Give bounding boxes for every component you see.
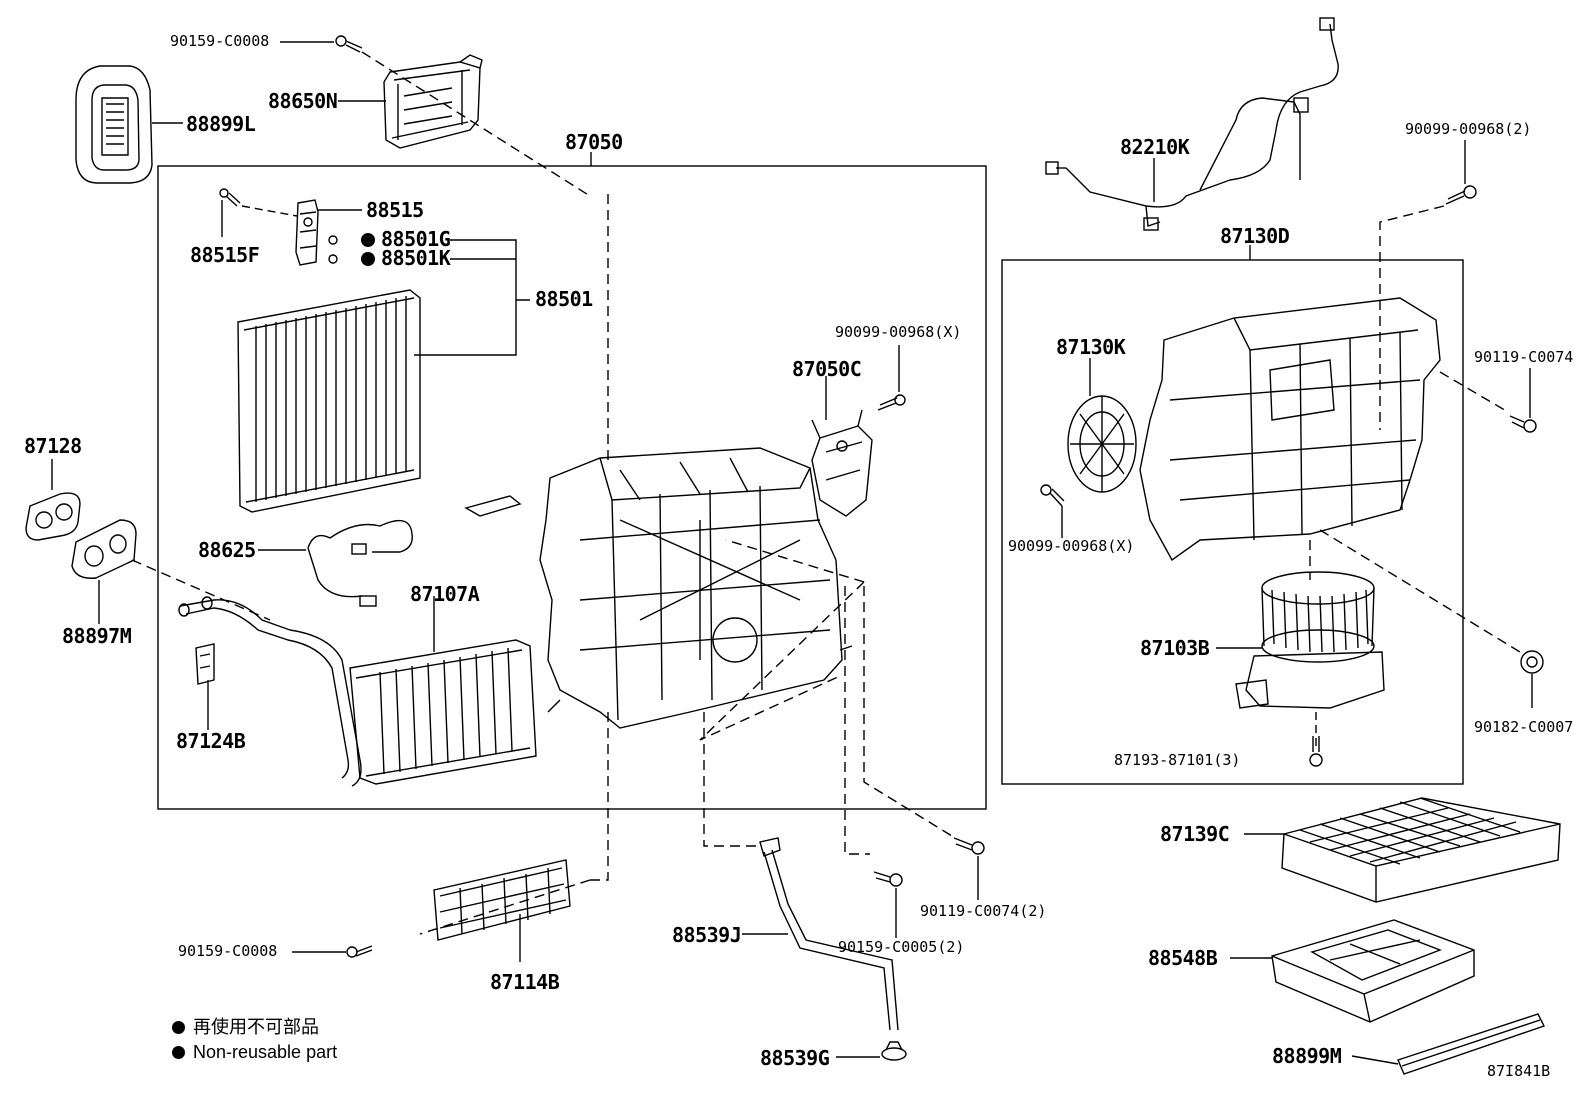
fan-cover-87130k xyxy=(1067,395,1137,493)
label-88625: 88625 xyxy=(198,538,256,562)
bullet-dot-icon xyxy=(172,1021,185,1034)
label-87130k: 87130K xyxy=(1056,335,1126,359)
label-90119-c0074-2: 90119-C0074(2) xyxy=(920,902,1047,920)
label-90159-c0008-bottom: 90159-C0008 xyxy=(178,942,278,960)
label-82210k: 82210K xyxy=(1120,135,1190,159)
wire-harness-82210k xyxy=(1045,17,1339,231)
label-87103b: 87103B xyxy=(1140,636,1210,660)
label-90099-00968-x-blower: 90099-00968(X) xyxy=(1008,537,1135,555)
heater-unit-housing xyxy=(464,447,853,729)
grommet-87128 xyxy=(25,492,81,541)
label-88650n: 88650N xyxy=(268,89,338,113)
label-88897m: 88897M xyxy=(62,624,132,648)
label-90159-c0008-top: 90159-C0008 xyxy=(170,32,270,50)
label-88899l: 88899L xyxy=(186,112,256,136)
screw-90119-c0074 xyxy=(1509,415,1537,433)
pipe-clamp-87124b xyxy=(195,643,215,685)
label-87128: 87128 xyxy=(24,434,82,458)
screw-90099-00968-blower xyxy=(1040,484,1065,507)
seal-strip-88899m xyxy=(1397,1013,1545,1075)
bolt-90159-c0008-top xyxy=(335,35,363,53)
label-87107a: 87107A xyxy=(410,582,480,606)
blower-unit-frame xyxy=(1001,259,1464,785)
expansion-valve-88515 xyxy=(295,199,319,266)
bullet-dot-icon xyxy=(172,1046,185,1059)
label-88539j: 88539J xyxy=(672,923,742,947)
label-88501k: 88501K xyxy=(381,246,451,270)
register-87114b xyxy=(433,859,571,941)
main-unit-frame xyxy=(157,165,987,810)
actuator-87050c xyxy=(811,409,873,517)
label-90099-00968-x-mid: 90099-00968(X) xyxy=(835,323,962,341)
label-90182-c0007: 90182-C0007 xyxy=(1474,718,1574,736)
drain-hose-88539j xyxy=(759,837,899,1031)
label-87124b: 87124B xyxy=(176,729,246,753)
legend-line-english: Non-reusable part xyxy=(172,1043,337,1061)
filter-tray-88548b xyxy=(1271,919,1475,1023)
blower-motor-87103b xyxy=(1235,571,1385,709)
label-88501g: 88501G xyxy=(381,227,451,251)
seal-plate-88897m xyxy=(71,519,137,579)
label-88548b: 88548B xyxy=(1148,946,1218,970)
grommet-88539g xyxy=(881,1041,907,1061)
label-90099-00968-2: 90099-00968(2) xyxy=(1405,120,1532,138)
legend-line-japanese: 再使用不可部品 xyxy=(172,1018,319,1036)
nut-90182-c0007 xyxy=(1520,650,1544,674)
air-filter-87139c xyxy=(1281,797,1561,903)
label-87050c: 87050C xyxy=(792,357,862,381)
sensor-wire-88625 xyxy=(307,519,413,607)
label-87139c: 87139C xyxy=(1160,822,1230,846)
label-90159-c0005-2: 90159-C0005(2) xyxy=(838,938,965,956)
heater-core-87107a xyxy=(178,596,537,787)
legend-text-english: Non-reusable part xyxy=(193,1042,338,1062)
screw-90099-00968-mid xyxy=(877,394,906,411)
bolt-90159-c0008-bottom xyxy=(346,945,373,958)
label-87114b: 87114B xyxy=(490,970,560,994)
screw-88515f xyxy=(219,188,241,207)
evaporator-88501 xyxy=(237,289,421,513)
blower-housing xyxy=(1139,297,1441,562)
label-87193-87101: 87193-87101(3) xyxy=(1114,751,1241,769)
label-88501: 88501 xyxy=(535,287,593,311)
non-reusable-markers xyxy=(361,233,375,266)
label-87130d: 87130D xyxy=(1220,224,1290,248)
bolt-87193-87101 xyxy=(1309,736,1323,767)
amplifier-88650n xyxy=(383,54,483,149)
label-88539g: 88539G xyxy=(760,1046,830,1070)
label-87050: 87050 xyxy=(565,130,623,154)
label-88899m: 88899M xyxy=(1272,1044,1342,1068)
screw-90099-00968-2 xyxy=(1445,185,1477,205)
screw-90159-c0005 xyxy=(873,871,903,887)
diagram-code: 87I841B xyxy=(1487,1062,1551,1080)
label-90119-c0074: 90119-C0074 xyxy=(1474,348,1574,366)
label-88515: 88515 xyxy=(366,198,424,222)
grommet-seal-88899l xyxy=(75,65,153,184)
legend-text-japanese: 再使用不可部品 xyxy=(193,1017,319,1037)
label-88515f: 88515F xyxy=(190,243,260,267)
bolt-90119-c0074-2 xyxy=(953,837,985,855)
